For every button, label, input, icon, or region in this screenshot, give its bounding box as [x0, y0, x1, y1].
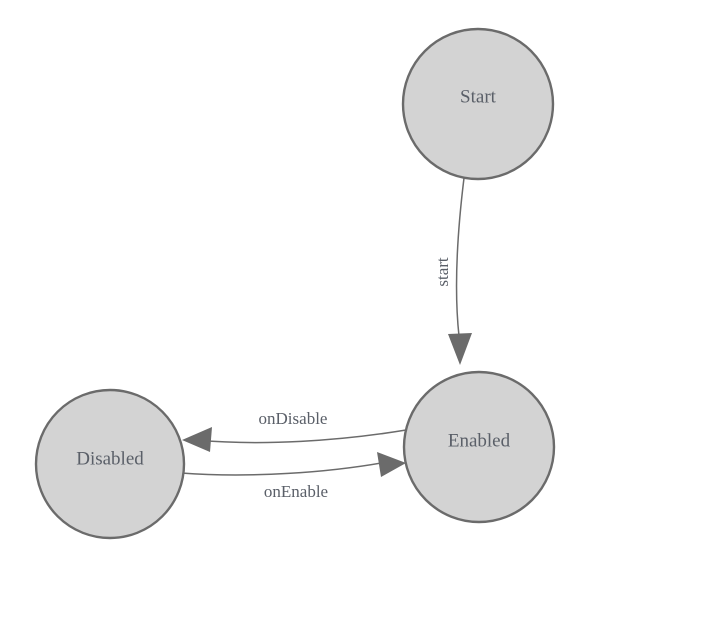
- arrowhead-left-icon: [182, 427, 212, 452]
- node-start-circle: [401, 27, 555, 181]
- node-disabled-label: Disabled: [76, 448, 144, 469]
- edge-disabled-to-enabled-path: [180, 460, 393, 476]
- node-enabled-label: Enabled: [448, 430, 511, 451]
- arrowhead-right-icon: [377, 452, 406, 477]
- edge-label-ondisable: onDisable: [259, 409, 328, 428]
- node-enabled-circle: [402, 370, 556, 524]
- node-disabled-circle: [34, 388, 186, 540]
- edge-enabled-to-disabled-path: [195, 429, 407, 444]
- edge-enabled-to-disabled[interactable]: onDisable: [182, 409, 407, 452]
- edge-label-onenable: onEnable: [264, 482, 328, 501]
- node-start[interactable]: Start: [401, 27, 555, 181]
- edge-label-start: start: [433, 257, 452, 287]
- node-start-label: Start: [460, 86, 497, 107]
- edge-start-to-enabled-path: [455, 177, 465, 337]
- edge-start-to-enabled[interactable]: start: [433, 177, 472, 365]
- arrowhead-down-icon: [448, 333, 472, 365]
- node-enabled[interactable]: Enabled: [402, 370, 556, 524]
- node-disabled[interactable]: Disabled: [34, 388, 186, 540]
- edge-disabled-to-enabled[interactable]: onEnable: [180, 452, 406, 501]
